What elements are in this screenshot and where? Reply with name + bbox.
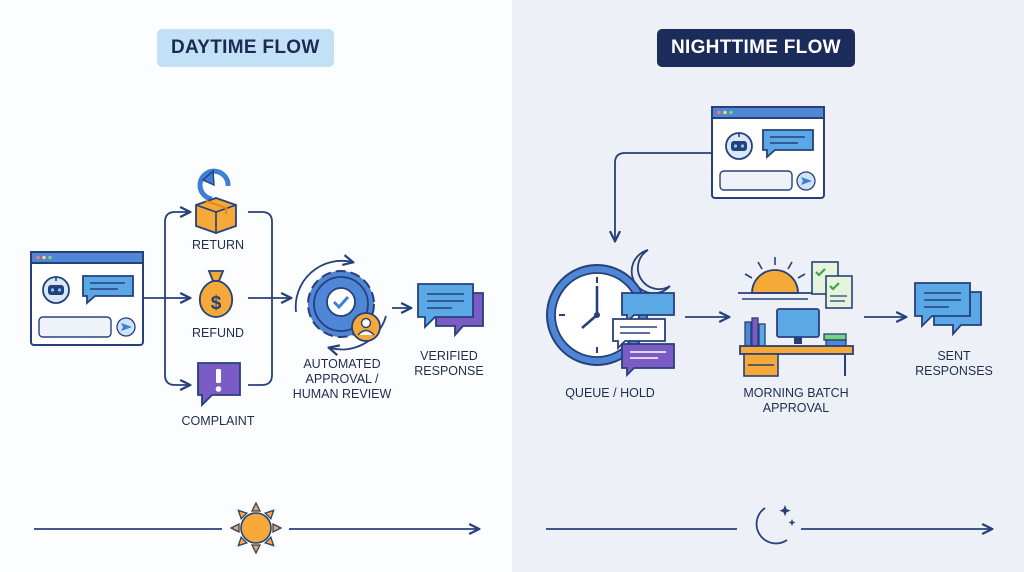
svg-text:$: $ [211, 293, 222, 314]
batch-label-line: MORNING BATCH [743, 386, 849, 400]
review-label: AUTOMATED APPROVAL / HUMAN REVIEW [293, 357, 392, 402]
gear-approval-icon [294, 261, 387, 350]
chat-bubbles-icon [417, 283, 484, 338]
money-bag-icon: $ [198, 270, 234, 318]
queue-hold-label: QUEUE / HOLD [565, 386, 655, 400]
chatbot-window-icon [711, 106, 825, 199]
box-return-icon [195, 168, 237, 234]
sent-label-line: SENT [937, 349, 971, 363]
alert-chat-icon [197, 362, 241, 408]
chatbot-window-icon [30, 251, 144, 346]
complaint-label: COMPLAINT [181, 414, 255, 428]
batch-label-line: APPROVAL [762, 401, 830, 415]
clock-moon-icon [546, 249, 675, 378]
verified-response-label: VERIFIED RESPONSE [414, 349, 483, 379]
moon-stars-icon [755, 505, 796, 545]
return-label: RETURN [191, 238, 245, 252]
nighttime-title-badge: NIGHTTIME FLOW [657, 29, 855, 67]
refund-label: REFUND [191, 326, 245, 340]
sent-label-line: RESPONSES [915, 364, 993, 378]
desk-sunrise-icon [738, 257, 854, 377]
branch-connectors [143, 212, 290, 385]
sent-responses-label: SENT RESPONSES [915, 349, 993, 379]
chat-bubbles-icon [914, 282, 982, 337]
sun-icon [229, 501, 283, 555]
arrow-to-queue [615, 152, 712, 240]
verified-label-line: RESPONSE [414, 364, 484, 378]
verified-label-line: VERIFIED [420, 349, 478, 363]
review-label-line: APPROVAL / [305, 372, 379, 386]
review-label-line: AUTOMATED [303, 357, 381, 371]
daytime-title-badge: DAYTIME FLOW [157, 29, 334, 67]
morning-batch-label: MORNING BATCH APPROVAL [743, 386, 848, 416]
review-label-line: HUMAN REVIEW [292, 387, 392, 401]
